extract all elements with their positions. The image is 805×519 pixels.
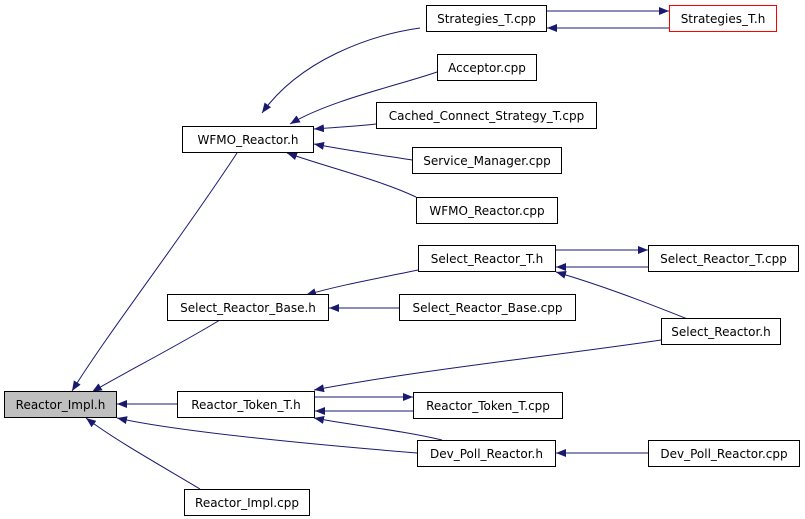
edge-reactor-impl-cpp-to-reactor-impl-h (85, 417, 201, 490)
edge-select-reactor-t-h-to-select-reactor-base-h (305, 269, 419, 297)
node-dev-poll-reactor-h[interactable]: Dev_Poll_Reactor.h (417, 440, 556, 467)
node-cached-connect-strategy-t-cpp[interactable]: Cached_Connect_Strategy_T.cpp (376, 102, 597, 129)
node-select-reactor-base-h[interactable]: Select_Reactor_Base.h (167, 294, 329, 321)
edge-strategies-t-cpp-to-wfmo-reactor-h (261, 27, 421, 114)
node-select-reactor-t-h[interactable]: Select_Reactor_T.h (418, 245, 556, 272)
node-reactor-token-t-cpp[interactable]: Reactor_Token_T.cpp (413, 392, 563, 419)
node-service-manager-cpp[interactable]: Service_Manager.cpp (412, 147, 562, 174)
edge-dev-poll-reactor-h-to-reactor-token-t-h (313, 415, 443, 441)
node-select-reactor-h[interactable]: Select_Reactor.h (661, 318, 781, 345)
node-select-reactor-base-cpp[interactable]: Select_Reactor_Base.cpp (399, 294, 576, 321)
node-acceptor-cpp[interactable]: Acceptor.cpp (437, 54, 537, 81)
node-reactor-token-t-h[interactable]: Reactor_Token_T.h (177, 391, 315, 418)
edge-dev-poll-reactor-h-to-reactor-impl-h (116, 416, 418, 454)
node-wfmo-reactor-h[interactable]: WFMO_Reactor.h (182, 126, 314, 153)
node-strategies-t-cpp[interactable]: Strategies_T.cpp (426, 5, 547, 32)
edge-select-reactor-h-to-reactor-token-t-h (313, 339, 662, 393)
edge-wfmo-reactor-cpp-to-wfmo-reactor-h (286, 152, 417, 198)
edge-select-reactor-h-to-select-reactor-t-h (555, 270, 691, 321)
node-reactor-impl-h: Reactor_Impl.h (4, 391, 117, 418)
node-wfmo-reactor-cpp[interactable]: WFMO_Reactor.cpp (416, 197, 558, 224)
node-dev-poll-reactor-cpp[interactable]: Dev_Poll_Reactor.cpp (648, 440, 800, 467)
edge-cached-connect-strategy-t-cpp-to-wfmo-reactor-h (313, 123, 377, 133)
node-strategies-t-h[interactable]: Strategies_T.h (669, 5, 777, 32)
edge-wfmo-reactor-h-to-reactor-impl-h (71, 152, 238, 392)
node-select-reactor-t-cpp[interactable]: Select_Reactor_T.cpp (648, 245, 799, 272)
edge-acceptor-cpp-to-wfmo-reactor-h (289, 71, 438, 125)
edge-select-reactor-base-h-to-reactor-impl-h (91, 319, 221, 393)
node-reactor-impl-cpp[interactable]: Reactor_Impl.cpp (184, 489, 310, 516)
edge-service-manager-cpp-to-wfmo-reactor-h (313, 141, 413, 161)
